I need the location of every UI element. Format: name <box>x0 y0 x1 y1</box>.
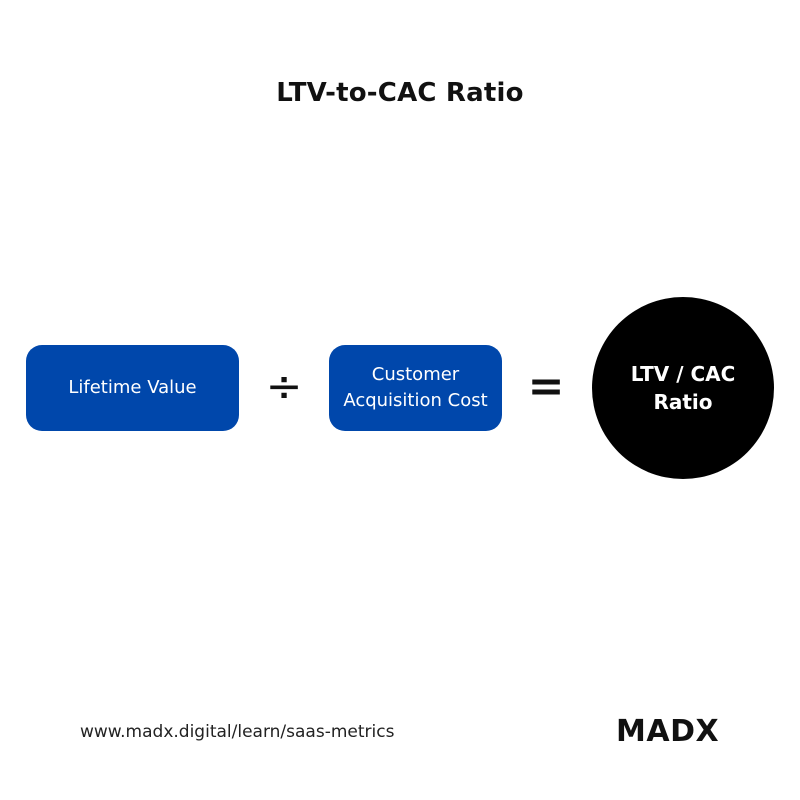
madx-logo: MADX <box>616 714 720 749</box>
result-label-line1: LTV / CAC <box>630 362 736 386</box>
source-url: www.madx.digital/learn/saas-metrics <box>80 722 395 742</box>
lifetime-value-label: Lifetime Value <box>68 377 197 398</box>
customer-acquisition-cost-box: Customer Acquisition Cost <box>329 345 502 431</box>
lifetime-value-box: Lifetime Value <box>26 345 239 431</box>
cac-label-line2: Acquisition Cost <box>343 390 488 411</box>
result-label-line2: Ratio <box>653 390 713 414</box>
diagram-title: LTV-to-CAC Ratio <box>276 78 524 108</box>
equals-operator: = <box>527 361 565 412</box>
result-circle: LTV / CAC Ratio <box>592 297 774 479</box>
divide-operator: ÷ <box>265 361 303 412</box>
cac-label-line1: Customer <box>371 364 460 385</box>
